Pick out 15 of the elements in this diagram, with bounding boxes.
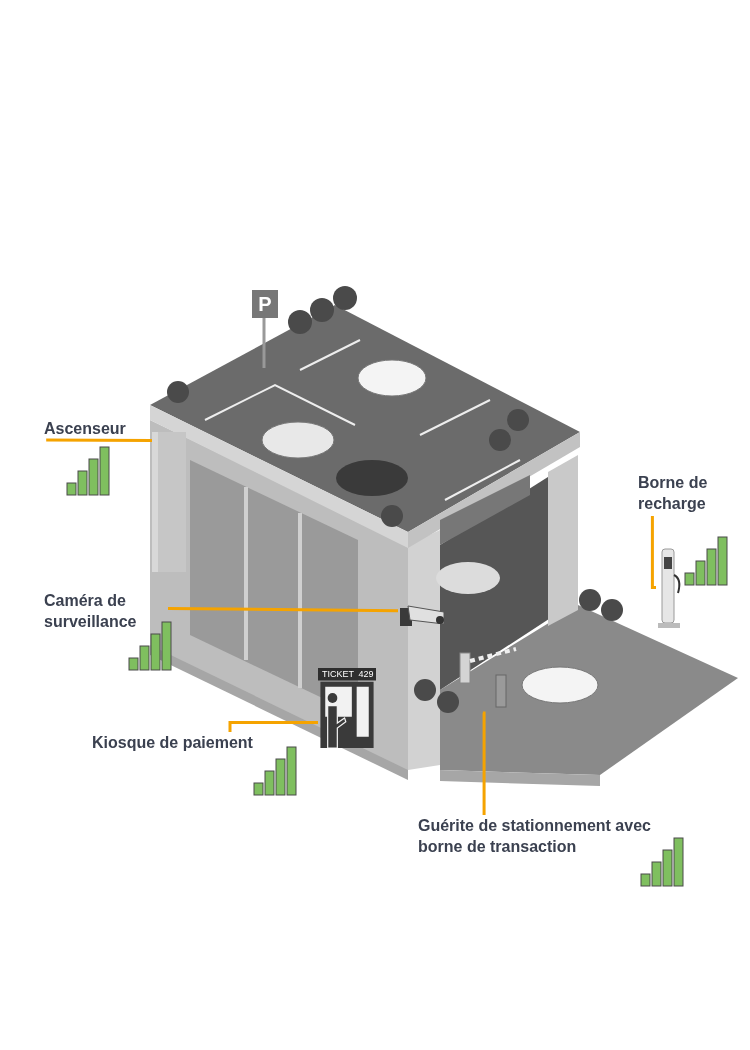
leader-line bbox=[168, 607, 398, 613]
kiosk-screen-text: 429 bbox=[357, 668, 375, 680]
leader-line bbox=[481, 711, 486, 815]
kiosk-screen-text: TICKET bbox=[321, 668, 355, 680]
payment-kiosk-icon bbox=[318, 668, 376, 748]
callout-label: Caméra de surveillance bbox=[44, 590, 168, 632]
callout-label: Ascenseur bbox=[44, 418, 154, 439]
sign-letter: P bbox=[257, 292, 273, 317]
leader-line bbox=[46, 438, 152, 442]
callout-label: Borne de recharge bbox=[638, 472, 728, 514]
elevator-shaft bbox=[152, 432, 186, 572]
callout-label: Kiosque de paiement bbox=[92, 732, 292, 753]
leader-line bbox=[650, 516, 656, 589]
leader-line bbox=[228, 720, 318, 732]
callout-label: Guérite de stationnement avec borne de transaction bbox=[418, 815, 654, 857]
